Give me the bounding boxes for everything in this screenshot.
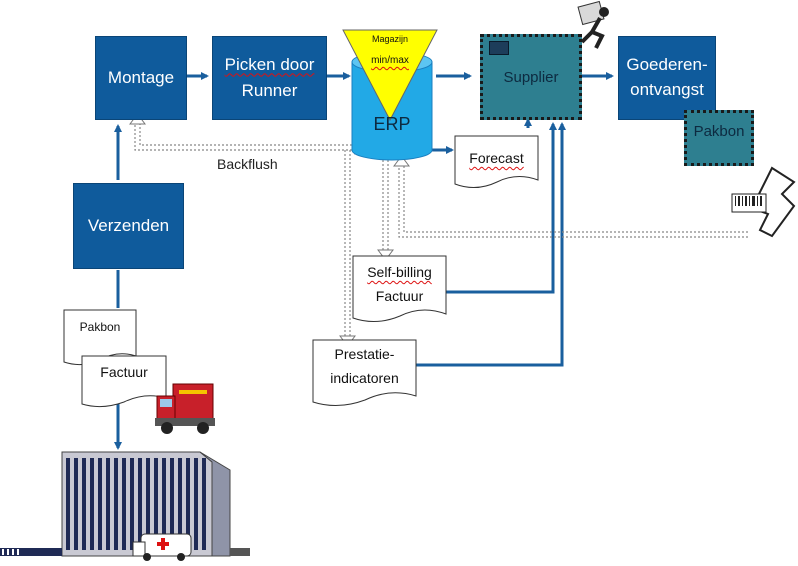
picken-label-line2: Runner (242, 78, 298, 104)
forecast-doc: Forecast (455, 136, 538, 186)
erp-label: ERP (360, 114, 424, 135)
verzenden-box: Verzenden (73, 183, 184, 269)
factuur-doc-label: Factuur (82, 362, 166, 384)
hospital-building-icon (0, 452, 250, 556)
verzenden-label: Verzenden (88, 213, 169, 239)
pakbon-teal-label: Pakbon (687, 123, 751, 140)
supplier-label: Supplier (483, 69, 579, 86)
computer-icon (489, 41, 509, 55)
scan-feedback-line-b (399, 164, 748, 237)
montage-box: Montage (95, 36, 187, 120)
goederenontvangst-box: Goederen- ontvangst (618, 36, 716, 120)
goederen-label-line1: Goederen- (626, 53, 707, 78)
ambulance-icon (133, 534, 191, 561)
pakbon-teal-box: Pakbon (684, 110, 754, 166)
pakbon-doc-label: Pakbon (64, 318, 136, 337)
factuur-doc: Factuur (82, 356, 166, 404)
picken-label-line1: Picken door (225, 52, 315, 78)
prestatie-label-line1: Prestatie- (313, 344, 416, 366)
backflush-line-a (140, 122, 360, 145)
barcode-scanner-icon (732, 168, 794, 236)
picken-box: Picken door Runner (212, 36, 327, 120)
montage-label: Montage (108, 65, 174, 91)
backflush-label: Backflush (217, 156, 278, 172)
selfbilling-label-line2: Factuur (353, 286, 446, 308)
delivery-person-icon (578, 1, 609, 48)
goederen-label-line2: ontvangst (630, 78, 704, 103)
selfbilling-doc: Self-billing Factuur (353, 256, 446, 318)
prestatie-doc: Prestatie- indicatoren (313, 340, 416, 402)
forecast-label: Forecast (455, 148, 538, 170)
magazijn-label-line2: min/max (360, 55, 420, 66)
pakbon-doc: Pakbon (64, 310, 136, 360)
backflush-line-b (135, 122, 360, 150)
supplier-box: Supplier (480, 34, 582, 120)
magazijn-label-line1: Magazijn (360, 34, 420, 44)
selfbilling-label-line1: Self-billing (353, 262, 446, 284)
prestatie-label-line2: indicatoren (313, 368, 416, 390)
